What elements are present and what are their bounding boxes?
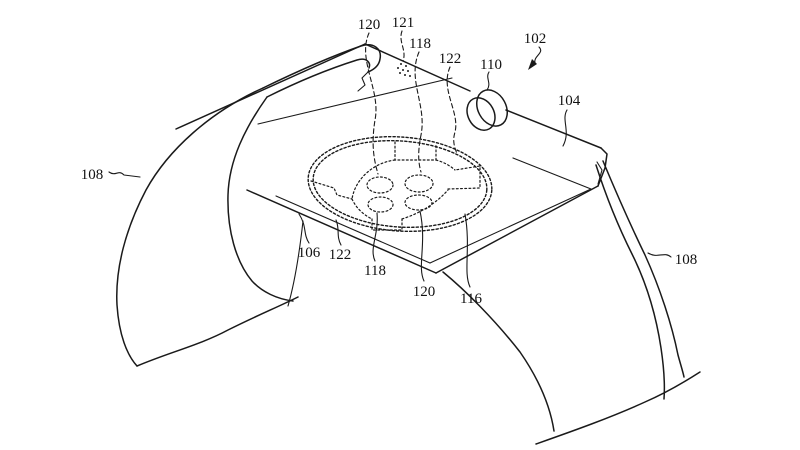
leader-110 xyxy=(486,71,490,91)
leader-108-left xyxy=(108,171,141,178)
leader-121 xyxy=(400,30,405,62)
leader-120-bottom xyxy=(419,210,425,282)
leader-104 xyxy=(562,109,568,147)
ref-label-122-bottom: 122 xyxy=(329,247,352,263)
leader-120-top xyxy=(365,32,379,175)
leader-108-right xyxy=(647,252,672,258)
ref-label-116: 116 xyxy=(460,291,482,307)
leader-122-top xyxy=(446,66,458,155)
reference-labels: 120 121 118 122 110 102 104 108 108 106 … xyxy=(81,15,698,307)
sensor-window xyxy=(366,176,394,194)
ref-label-120-bottom: 120 xyxy=(413,284,436,300)
left-lug-step xyxy=(357,71,369,92)
leader-118-top xyxy=(414,51,423,173)
hidden-feature-dots xyxy=(397,63,411,77)
ref-label-120-top: 120 xyxy=(358,17,381,33)
ref-label-118-bottom: 118 xyxy=(364,263,386,279)
sensor-window xyxy=(404,174,434,193)
sensor-ring xyxy=(310,141,481,231)
ref-label-121: 121 xyxy=(392,15,415,31)
crystal-rim-inner xyxy=(312,139,488,229)
left-watch-band xyxy=(116,44,382,367)
right-lug xyxy=(597,147,608,187)
leader-118-bottom xyxy=(372,212,378,262)
case-inner-bezel xyxy=(429,157,592,264)
crystal-rim-outer xyxy=(307,135,493,233)
leader-122-bottom xyxy=(335,219,342,246)
left-band-cut-edge xyxy=(136,296,299,367)
digital-crown-icon xyxy=(466,89,508,131)
ref-label-104: 104 xyxy=(558,93,581,109)
arrow-102 xyxy=(528,46,542,70)
leader-116 xyxy=(464,213,471,288)
leader-106 xyxy=(298,213,310,244)
case-bottom-right-edge xyxy=(435,185,599,274)
right-band-cut-edge xyxy=(535,371,701,445)
ref-label-108-right: 108 xyxy=(675,252,698,268)
sensor-window xyxy=(404,194,433,211)
ref-label-118-top: 118 xyxy=(409,36,431,52)
leader-lines xyxy=(108,30,672,288)
case-bottom-left-edge xyxy=(246,189,437,274)
back-crystal xyxy=(307,63,493,233)
right-watch-band xyxy=(442,160,701,445)
ref-label-108-left: 108 xyxy=(81,167,104,183)
case-top-edge xyxy=(364,43,471,92)
sensor-window xyxy=(367,196,394,213)
ref-label-122-top: 122 xyxy=(439,51,462,67)
ref-label-110: 110 xyxy=(480,57,502,73)
ref-label-102: 102 xyxy=(524,31,547,47)
ref-label-106: 106 xyxy=(298,245,321,261)
watch-case xyxy=(175,43,608,274)
